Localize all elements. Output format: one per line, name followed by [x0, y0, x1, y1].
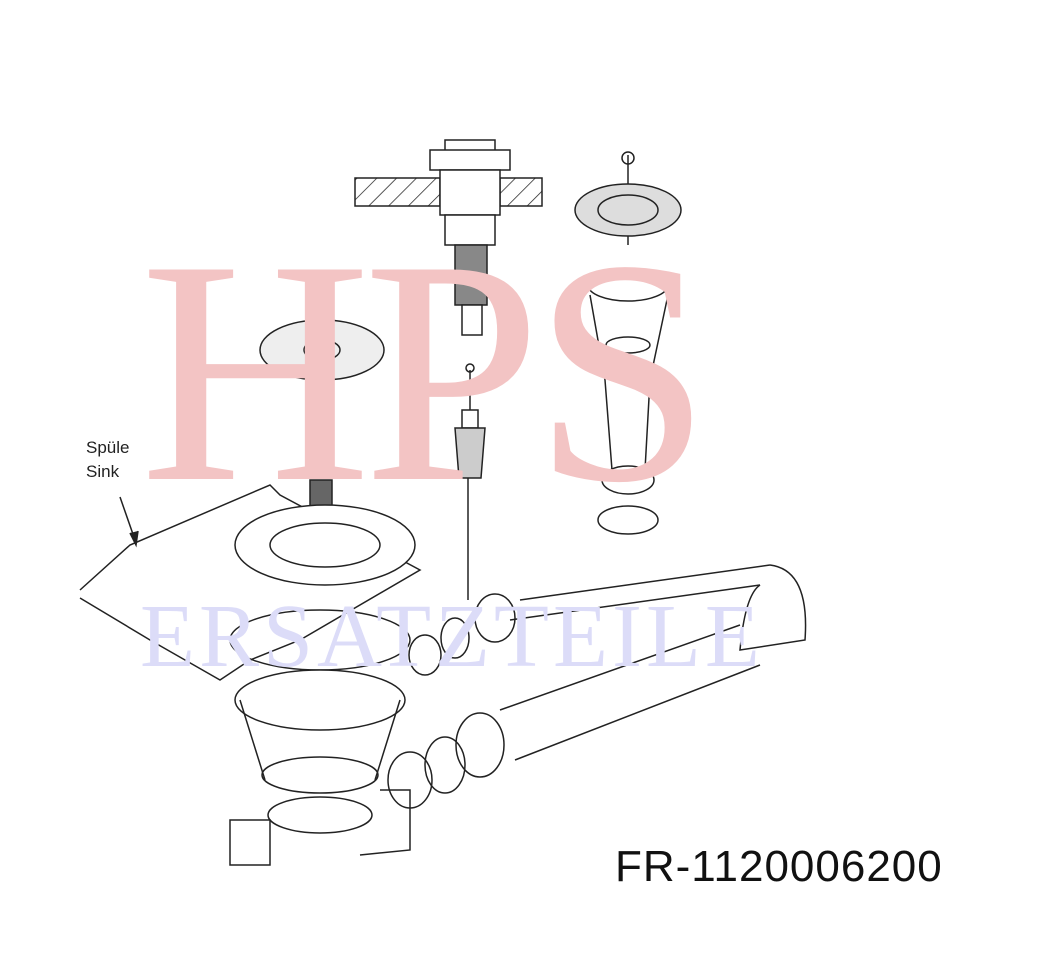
sink-pointer-arrow — [119, 496, 139, 548]
sink-outlet — [229, 504, 416, 866]
part-number: FR-1120006200 — [615, 842, 943, 891]
label-sink: Sink — [86, 462, 120, 481]
label-spuele: Spüle — [86, 438, 130, 457]
watermark-ersatzteile: ERSATZTEILE — [140, 587, 764, 686]
drain-pipe — [387, 593, 761, 809]
remote-knob — [429, 139, 511, 600]
countertop-section — [354, 177, 543, 207]
watermark-hps: HPS — [140, 195, 711, 549]
overflow-pipe — [509, 268, 807, 651]
strainer-basket-right — [574, 151, 682, 245]
